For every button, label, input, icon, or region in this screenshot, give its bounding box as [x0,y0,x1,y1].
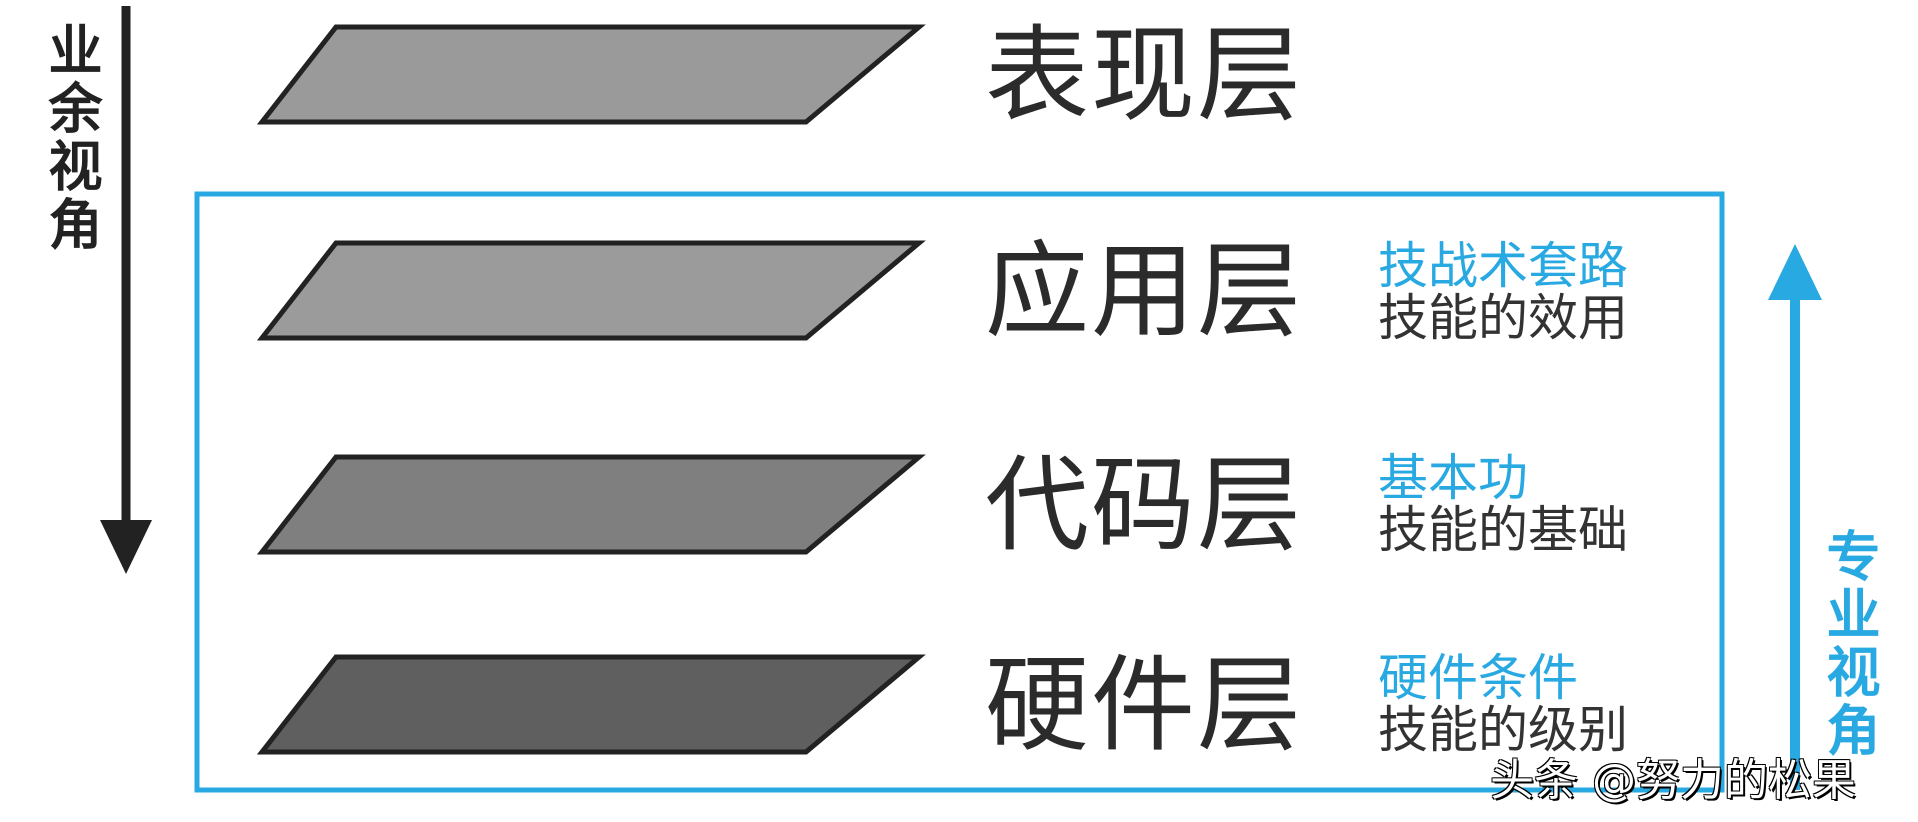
layer-plane-application [256,240,926,341]
professional-frame [194,191,1725,793]
layer-notes-application: 技战术套路 技能的效用 [1378,240,1628,344]
note: 技能的基础 [1378,501,1628,559]
layer-title-hardware: 硬件层 [985,644,1304,766]
up-arrow-icon [1768,244,1822,790]
layer-title-code: 代码层 [985,444,1304,566]
layer-plane-hardware [256,654,926,755]
note: 技能的级别 [1378,701,1628,759]
watermark: 头条 @努力的松果 [1490,755,1856,806]
blue-note: 基本功 [1378,449,1528,507]
layer-plane-presentation [256,24,926,125]
down-arrow-icon [100,6,152,574]
note: 技能的效用 [1378,289,1628,347]
blue-note: 技战术套路 [1378,237,1628,295]
layer-notes-code: 基本功 技能的基础 [1378,452,1628,556]
layer-title-application: 应用层 [985,230,1304,352]
blue-note: 硬件条件 [1378,649,1578,707]
layer-notes-hardware: 硬件条件 技能的级别 [1378,652,1628,756]
amateur-view-label: 业余视角 [39,22,102,254]
layer-plane-code [256,454,926,555]
layer-title-presentation: 表现层 [985,14,1304,136]
professional-view-label: 专业视角 [1817,528,1880,760]
